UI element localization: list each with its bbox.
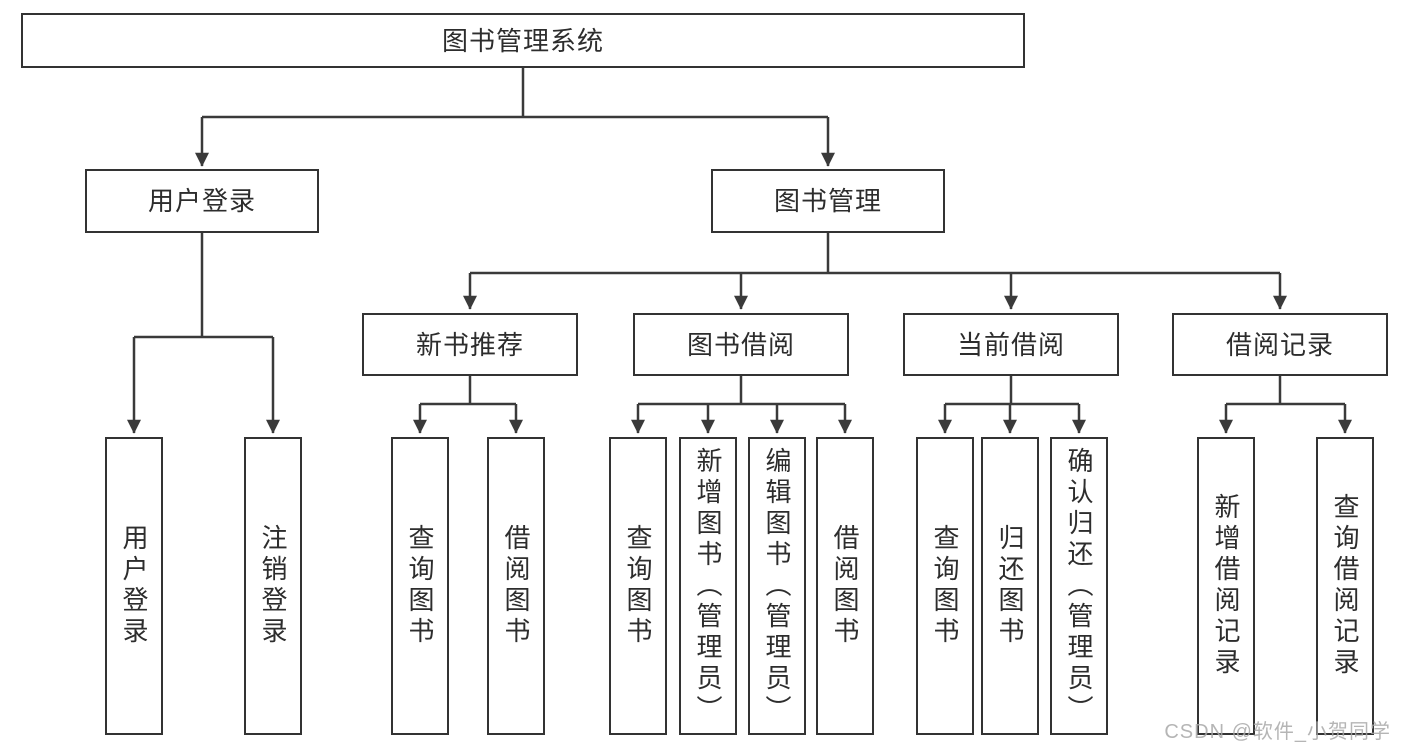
- leaf-label: 用户登录: [119, 524, 149, 648]
- leaf-query-books-current: 查询图书: [916, 437, 974, 735]
- node-book-management: 图书管理: [711, 169, 945, 233]
- leaf-label: 查询图书: [930, 524, 960, 648]
- leaf-label: 新增图书（管理员）: [693, 446, 723, 726]
- node-label: 新书推荐: [415, 329, 524, 360]
- node-label: 图书借阅: [686, 329, 795, 360]
- leaf-add-book-admin: 新增图书（管理员）: [679, 437, 737, 735]
- leaf-query-books-borrowing: 查询图书: [609, 437, 667, 735]
- leaf-label: 确认归还（管理员）: [1064, 446, 1094, 726]
- leaf-label: 编辑图书（管理员）: [762, 446, 792, 726]
- leaf-logout: 注销登录: [244, 437, 302, 735]
- csdn-watermark: CSDN @软件_小贺同学: [1164, 721, 1391, 743]
- node-borrowing-records: 借阅记录: [1172, 313, 1388, 376]
- leaf-label: 查询借阅记录: [1330, 493, 1360, 679]
- leaf-add-borrow-record: 新增借阅记录: [1197, 437, 1255, 735]
- leaf-label: 借阅图书: [501, 524, 531, 648]
- leaf-query-borrow-record: 查询借阅记录: [1316, 437, 1374, 735]
- node-current-borrowing: 当前借阅: [903, 313, 1119, 376]
- node-label: 图书管理: [773, 186, 882, 216]
- node-label: 借阅记录: [1225, 329, 1334, 360]
- node-user-login: 用户登录: [85, 169, 319, 233]
- leaf-label: 归还图书: [995, 524, 1025, 648]
- leaf-return-books: 归还图书: [981, 437, 1039, 735]
- leaf-query-books-recommend: 查询图书: [391, 437, 449, 735]
- node-label: 用户登录: [147, 186, 256, 216]
- leaf-label: 查询图书: [623, 524, 653, 648]
- node-book-borrowing: 图书借阅: [633, 313, 849, 376]
- node-label: 图书管理系统: [441, 25, 604, 56]
- leaf-borrow-books-borrowing: 借阅图书: [816, 437, 874, 735]
- leaf-edit-book-admin: 编辑图书（管理员）: [748, 437, 806, 735]
- leaf-label: 注销登录: [258, 524, 288, 648]
- leaf-label: 新增借阅记录: [1211, 493, 1241, 679]
- leaf-label: 查询图书: [405, 524, 435, 648]
- node-new-book-recommendation: 新书推荐: [362, 313, 578, 376]
- node-library-management-system: 图书管理系统: [21, 13, 1025, 68]
- leaf-borrow-books-recommend: 借阅图书: [487, 437, 545, 735]
- node-label: 当前借阅: [956, 329, 1065, 360]
- leaf-label: 借阅图书: [830, 524, 860, 648]
- leaf-user-login: 用户登录: [105, 437, 163, 735]
- leaf-confirm-return-admin: 确认归还（管理员）: [1050, 437, 1108, 735]
